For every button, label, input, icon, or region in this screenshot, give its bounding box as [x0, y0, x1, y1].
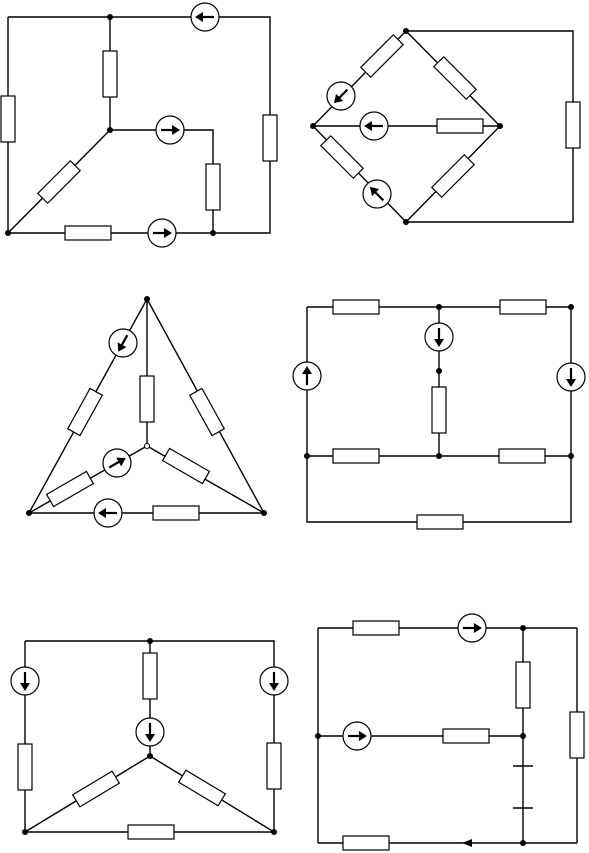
current-direction-arrow	[462, 839, 472, 847]
node	[107, 127, 113, 133]
resistor	[161, 447, 211, 485]
current-source	[147, 218, 177, 248]
resistor	[205, 163, 221, 211]
resistor	[67, 387, 103, 437]
resistor	[431, 386, 447, 434]
resistor	[262, 114, 278, 162]
node	[315, 733, 321, 739]
resistor	[37, 160, 81, 204]
node	[271, 829, 277, 835]
node	[520, 733, 526, 739]
node	[261, 510, 267, 516]
current-source	[359, 111, 389, 141]
node	[403, 28, 409, 34]
circuit-panel-6	[315, 613, 585, 851]
current-source	[102, 448, 132, 478]
circuit-panel-2	[310, 28, 581, 225]
resistor	[498, 448, 546, 464]
resistor	[569, 711, 585, 759]
resistor	[499, 299, 547, 315]
resistor	[189, 387, 225, 437]
resistor	[342, 835, 390, 851]
resistor	[565, 101, 581, 149]
current-source	[155, 115, 185, 145]
current-source	[326, 81, 356, 111]
resistor	[266, 742, 282, 790]
node	[436, 453, 442, 459]
node	[107, 14, 113, 20]
resistor	[360, 34, 404, 78]
node	[147, 638, 153, 644]
resistor	[431, 154, 475, 198]
resistor	[152, 505, 200, 521]
circuit-panel-4	[292, 299, 586, 530]
circuit-panel-1	[0, 2, 278, 248]
node	[497, 123, 503, 129]
resistor	[178, 769, 226, 807]
node	[436, 368, 442, 374]
resistor	[17, 743, 33, 791]
node	[144, 443, 150, 449]
circuit-panel-5	[10, 638, 289, 840]
resistor	[102, 50, 118, 98]
resistor	[332, 299, 380, 315]
node	[22, 829, 28, 835]
resistor	[442, 728, 490, 744]
resistor	[72, 770, 120, 808]
resistor	[433, 56, 477, 100]
node	[568, 304, 574, 310]
current-source	[424, 322, 454, 352]
resistor	[139, 375, 155, 423]
circuit-panel-3	[26, 296, 267, 528]
current-source	[93, 498, 123, 528]
node	[210, 230, 216, 236]
current-source	[556, 362, 586, 392]
resistor	[127, 824, 175, 840]
resistor	[436, 118, 484, 134]
resistor	[45, 470, 95, 508]
current-source	[342, 721, 372, 751]
node	[26, 510, 32, 516]
current-source	[135, 717, 165, 747]
resistor	[416, 514, 464, 530]
node	[310, 123, 316, 129]
resistor	[515, 661, 531, 709]
current-source	[10, 666, 40, 696]
node	[147, 753, 153, 759]
current-source	[190, 2, 220, 32]
node	[436, 304, 442, 310]
resistor	[352, 620, 400, 636]
node	[403, 219, 409, 225]
current-source	[108, 328, 138, 358]
node	[5, 230, 11, 236]
node	[520, 625, 526, 631]
node	[304, 453, 310, 459]
resistor	[64, 225, 112, 241]
resistor	[320, 135, 364, 179]
current-source	[457, 613, 487, 643]
resistor	[142, 652, 158, 700]
current-source	[259, 666, 289, 696]
current-source	[362, 179, 392, 209]
resistor	[332, 448, 380, 464]
node	[568, 453, 574, 459]
node	[144, 296, 150, 302]
resistor	[0, 95, 16, 143]
node	[520, 840, 526, 846]
current-source	[292, 361, 322, 391]
